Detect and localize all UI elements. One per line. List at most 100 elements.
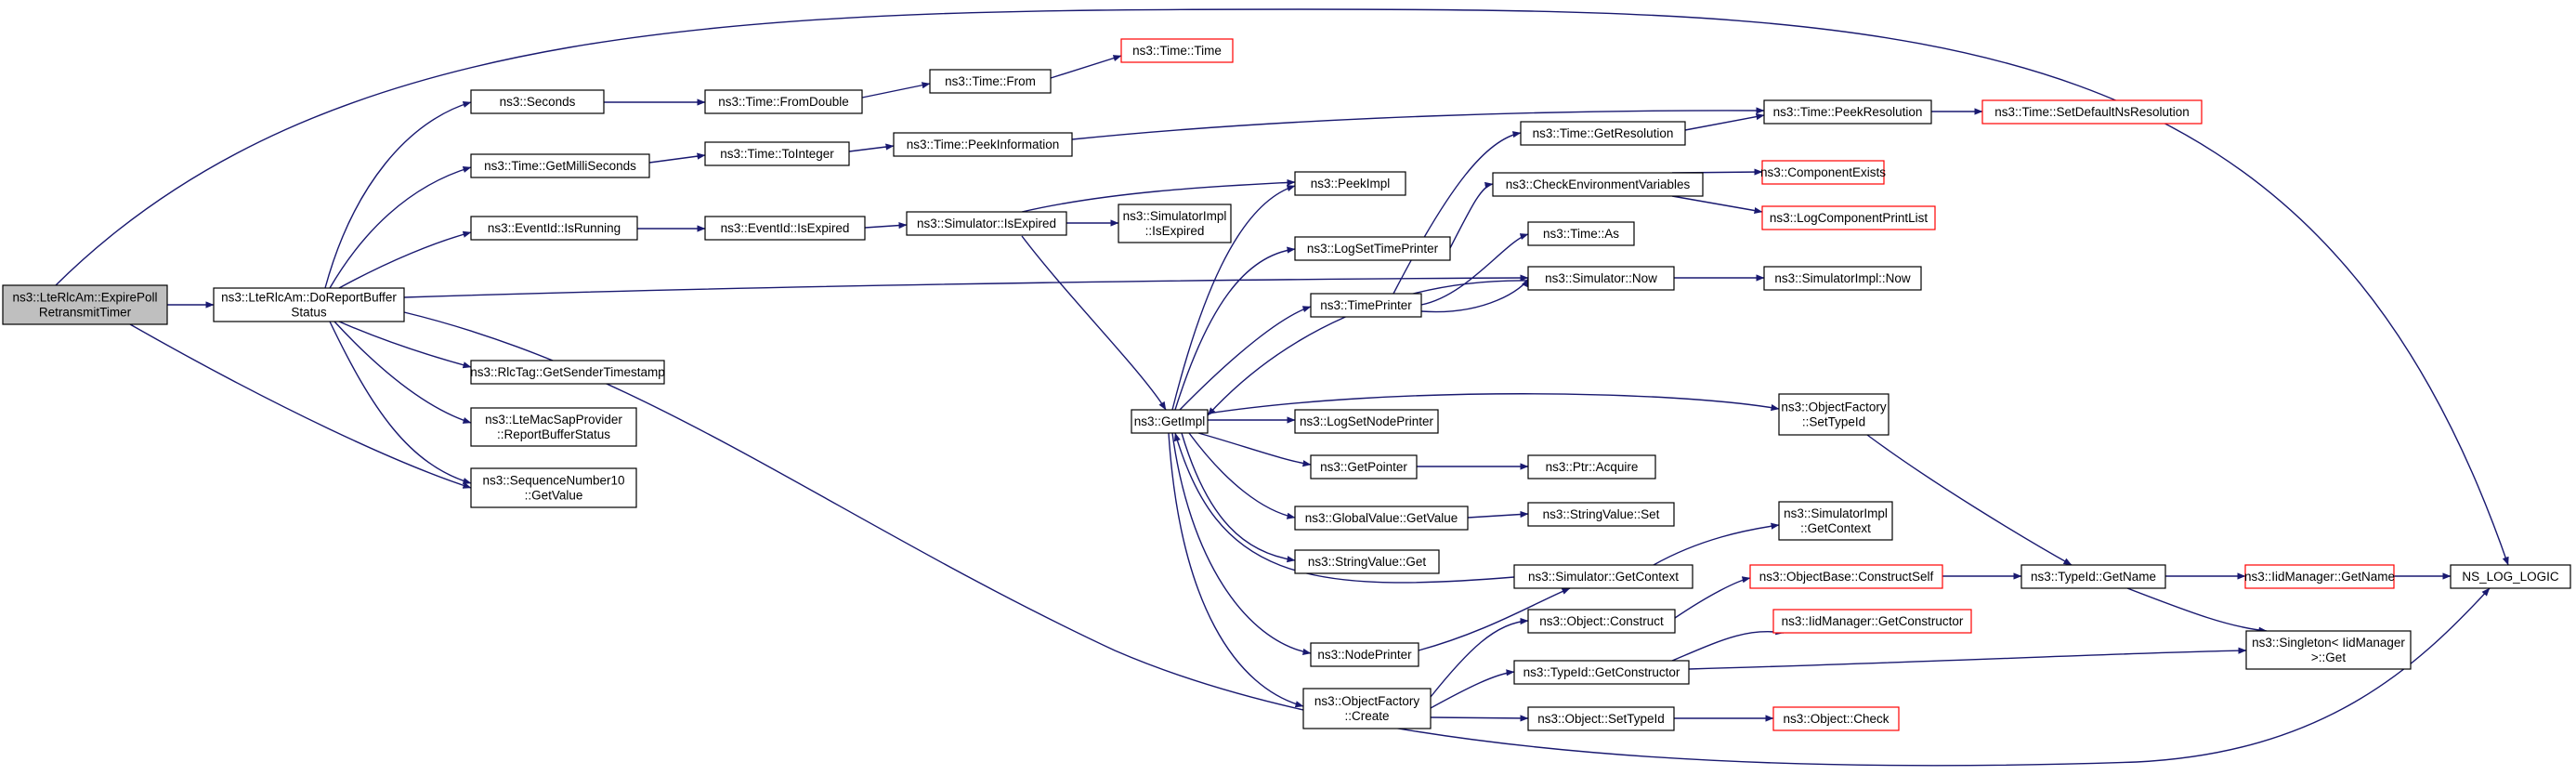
node-nodeprinter[interactable]: ns3::NodePrinter bbox=[1310, 642, 1419, 667]
node-box bbox=[704, 216, 866, 241]
node-tidgetctor[interactable]: ns3::TypeId::GetConstructor bbox=[1513, 660, 1690, 685]
node-getpointer[interactable]: ns3::GetPointer bbox=[1310, 454, 1418, 479]
node-ltemac[interactable]: ns3::LteMacSapProvider::ReportBufferStat… bbox=[470, 407, 637, 447]
edge-doreport-to-seconds bbox=[324, 101, 472, 289]
node-iidgetctor[interactable]: ns3::IidManager::GetConstructor bbox=[1772, 609, 1972, 634]
edge-getimpl-to-ofsettid bbox=[1207, 393, 1780, 414]
node-label: ns3::SimulatorImpl bbox=[1784, 506, 1888, 520]
node-ptracquire[interactable]: ns3::Ptr::Acquire bbox=[1527, 454, 1656, 479]
edge-tointeger-to-peekinfo bbox=[848, 143, 895, 152]
node-peekres[interactable]: ns3::Time::PeekResolution bbox=[1763, 99, 1932, 125]
node-getimpl[interactable]: ns3::GetImpl bbox=[1131, 409, 1209, 434]
node-label: ns3::ObjectFactory bbox=[1314, 694, 1420, 708]
node-label: ns3::Simulator::Now bbox=[1545, 271, 1657, 285]
node-setdefres[interactable]: ns3::Time::SetDefaultNsResolution bbox=[1981, 99, 2203, 125]
node-seqnum[interactable]: ns3::SequenceNumber10::GetValue bbox=[470, 467, 637, 508]
node-ofsettid[interactable]: ns3::ObjectFactory::SetTypeId bbox=[1778, 393, 1890, 436]
node-timeas[interactable]: ns3::Time::As bbox=[1527, 221, 1635, 246]
node-logsetnode[interactable]: ns3::LogSetNodePrinter bbox=[1294, 409, 1439, 434]
node-rlctag[interactable]: ns3::RlcTag::GetSenderTimestamp bbox=[470, 360, 665, 385]
node-label: ns3::EventId::IsExpired bbox=[721, 221, 850, 235]
node-gvgetvalue[interactable]: ns3::GlobalValue::GetValue bbox=[1294, 506, 1469, 531]
node-peekimpl[interactable]: ns3::PeekImpl bbox=[1294, 171, 1406, 196]
node-box bbox=[2244, 564, 2395, 589]
node-svset[interactable]: ns3::StringValue::Set bbox=[1527, 502, 1675, 527]
node-box bbox=[1778, 393, 1890, 436]
node-label: ns3::Object::SetTypeId bbox=[1537, 712, 1665, 726]
node-getmilli[interactable]: ns3::Time::GetMilliSeconds bbox=[470, 153, 650, 178]
node-simimplctx[interactable]: ns3::SimulatorImpl::GetContext bbox=[1778, 501, 1893, 541]
node-compexists[interactable]: ns3::ComponentExists bbox=[1760, 160, 1886, 185]
node-singleton[interactable]: ns3::Singleton< IidManager>::Get bbox=[2245, 630, 2412, 670]
edge-doreport-to-evrunning bbox=[338, 230, 472, 289]
node-box bbox=[2245, 630, 2412, 670]
edge-getimpl-to-timeprinter bbox=[1179, 306, 1312, 411]
edge-simgetctx-to-simimplctx bbox=[1653, 522, 1780, 566]
node-iidgetname[interactable]: ns3::IidManager::GetName bbox=[2244, 564, 2395, 589]
edge-peekinfo-to-peekres bbox=[1071, 107, 1765, 140]
node-timetime[interactable]: ns3::Time::Time bbox=[1120, 38, 1234, 63]
node-label: ns3::RlcTag::GetSenderTimestamp bbox=[470, 365, 665, 379]
node-seconds[interactable]: ns3::Seconds bbox=[470, 89, 605, 114]
node-nslog[interactable]: NS_LOG_LOGIC bbox=[2450, 564, 2571, 589]
node-simimplnow[interactable]: ns3::SimulatorImpl::Now bbox=[1763, 266, 1922, 291]
node-box bbox=[1294, 236, 1451, 261]
node-box bbox=[1778, 501, 1893, 541]
node-box bbox=[1310, 454, 1418, 479]
node-evexpired[interactable]: ns3::EventId::IsExpired bbox=[704, 216, 866, 241]
edge-doreport-to-ltemac bbox=[333, 321, 472, 424]
node-label: ns3::StringValue::Set bbox=[1543, 507, 1660, 521]
node-box bbox=[1749, 564, 1943, 589]
node-simexpired[interactable]: ns3::Simulator::IsExpired bbox=[906, 211, 1067, 236]
node-ofcreate[interactable]: ns3::ObjectFactory::Create bbox=[1302, 688, 1432, 729]
node-simnow[interactable]: ns3::Simulator::Now bbox=[1527, 266, 1675, 291]
edge-root-to-nslog bbox=[55, 8, 2509, 566]
node-getres[interactable]: ns3::Time::GetResolution bbox=[1520, 121, 1686, 146]
edge-tidgetname-to-singleton bbox=[2126, 587, 2268, 634]
edge-getimpl-to-getpointer bbox=[1197, 432, 1312, 467]
node-tidgetname[interactable]: ns3::TypeId::GetName bbox=[2020, 564, 2166, 589]
node-objcheck[interactable]: ns3::Object::Check bbox=[1772, 706, 1900, 731]
node-label: ns3::StringValue::Get bbox=[1308, 555, 1427, 569]
node-evrunning[interactable]: ns3::EventId::IsRunning bbox=[470, 216, 638, 241]
node-objsettid[interactable]: ns3::Object::SetTypeId bbox=[1527, 706, 1675, 731]
node-label: ::SetTypeId bbox=[1802, 415, 1865, 429]
node-box bbox=[1527, 266, 1675, 291]
node-tointeger[interactable]: ns3::Time::ToInteger bbox=[704, 141, 850, 166]
node-box bbox=[929, 69, 1052, 94]
node-box bbox=[1131, 409, 1209, 434]
node-box bbox=[1294, 506, 1469, 531]
edge-getimpl-to-ofcreate bbox=[1168, 432, 1304, 708]
edge-simgetctx-to-getimpl bbox=[1173, 432, 1515, 584]
node-logsettime[interactable]: ns3::LogSetTimePrinter bbox=[1294, 236, 1451, 261]
node-box bbox=[893, 132, 1073, 157]
node-label: ns3::LogSetNodePrinter bbox=[1300, 414, 1434, 428]
node-fromdouble[interactable]: ns3::Time::FromDouble bbox=[704, 89, 863, 114]
node-box bbox=[1513, 660, 1690, 685]
node-label: ns3::Time::PeekInformation bbox=[907, 138, 1060, 151]
node-simimplexp[interactable]: ns3::SimulatorImpl::IsExpired bbox=[1118, 204, 1232, 243]
edge-doreport-to-getmilli bbox=[329, 166, 472, 289]
edge-simexpired-to-getimpl bbox=[1021, 235, 1167, 411]
node-label: ns3::SimulatorImpl::Now bbox=[1774, 271, 1911, 285]
node-checkenv[interactable]: ns3::CheckEnvironmentVariables bbox=[1492, 172, 1704, 197]
node-objbasecs[interactable]: ns3::ObjectBase::ConstructSelf bbox=[1749, 564, 1943, 589]
node-objconstruct[interactable]: ns3::Object::Construct bbox=[1527, 609, 1676, 634]
node-box bbox=[704, 89, 863, 114]
node-label: ns3::SequenceNumber10 bbox=[482, 474, 624, 488]
node-simgetctx[interactable]: ns3::Simulator::GetContext bbox=[1513, 564, 1693, 589]
node-logcomplist[interactable]: ns3::LogComponentPrintList bbox=[1761, 205, 1936, 230]
node-label: ns3::GetPointer bbox=[1320, 460, 1407, 474]
node-peekinfo[interactable]: ns3::Time::PeekInformation bbox=[893, 132, 1073, 157]
node-svget[interactable]: ns3::StringValue::Get bbox=[1294, 549, 1440, 574]
edge-logsettime-to-checkenv bbox=[1449, 181, 1494, 249]
node-label: ns3::EventId::IsRunning bbox=[488, 221, 621, 235]
node-timefrom[interactable]: ns3::Time::From bbox=[929, 69, 1052, 94]
node-label: ns3::LogComponentPrintList bbox=[1770, 211, 1929, 225]
node-label: ns3::Singleton< IidManager bbox=[2252, 636, 2405, 650]
node-label: ns3::LteMacSapProvider bbox=[485, 413, 622, 427]
node-timeprinter[interactable]: ns3::TimePrinter bbox=[1310, 293, 1422, 318]
node-label: ns3::Time::SetDefaultNsResolution bbox=[1994, 105, 2190, 119]
